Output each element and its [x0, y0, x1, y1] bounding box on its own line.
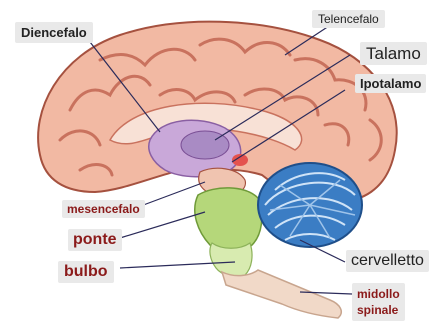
medulla: [210, 243, 252, 276]
brainstem: [195, 188, 262, 253]
label-bulbo: bulbo: [58, 261, 114, 283]
label-mesencefalo: mesencefalo: [62, 200, 145, 218]
label-midollo-line1: midollo: [357, 286, 400, 302]
label-midollo-spinale: midollo spinale: [352, 283, 405, 321]
label-telencefalo: Telencefalo: [312, 10, 385, 28]
label-talamo: Talamo: [360, 42, 427, 65]
label-cervelletto: cervelletto: [346, 250, 429, 272]
label-midollo-line2: spinale: [357, 302, 400, 318]
cerebellum: [258, 163, 362, 247]
label-ponte: ponte: [68, 229, 122, 251]
label-ipotalamo: Ipotalamo: [355, 74, 426, 93]
spinal-cord: [222, 270, 341, 318]
label-diencefalo: Diencefalo: [15, 22, 93, 43]
